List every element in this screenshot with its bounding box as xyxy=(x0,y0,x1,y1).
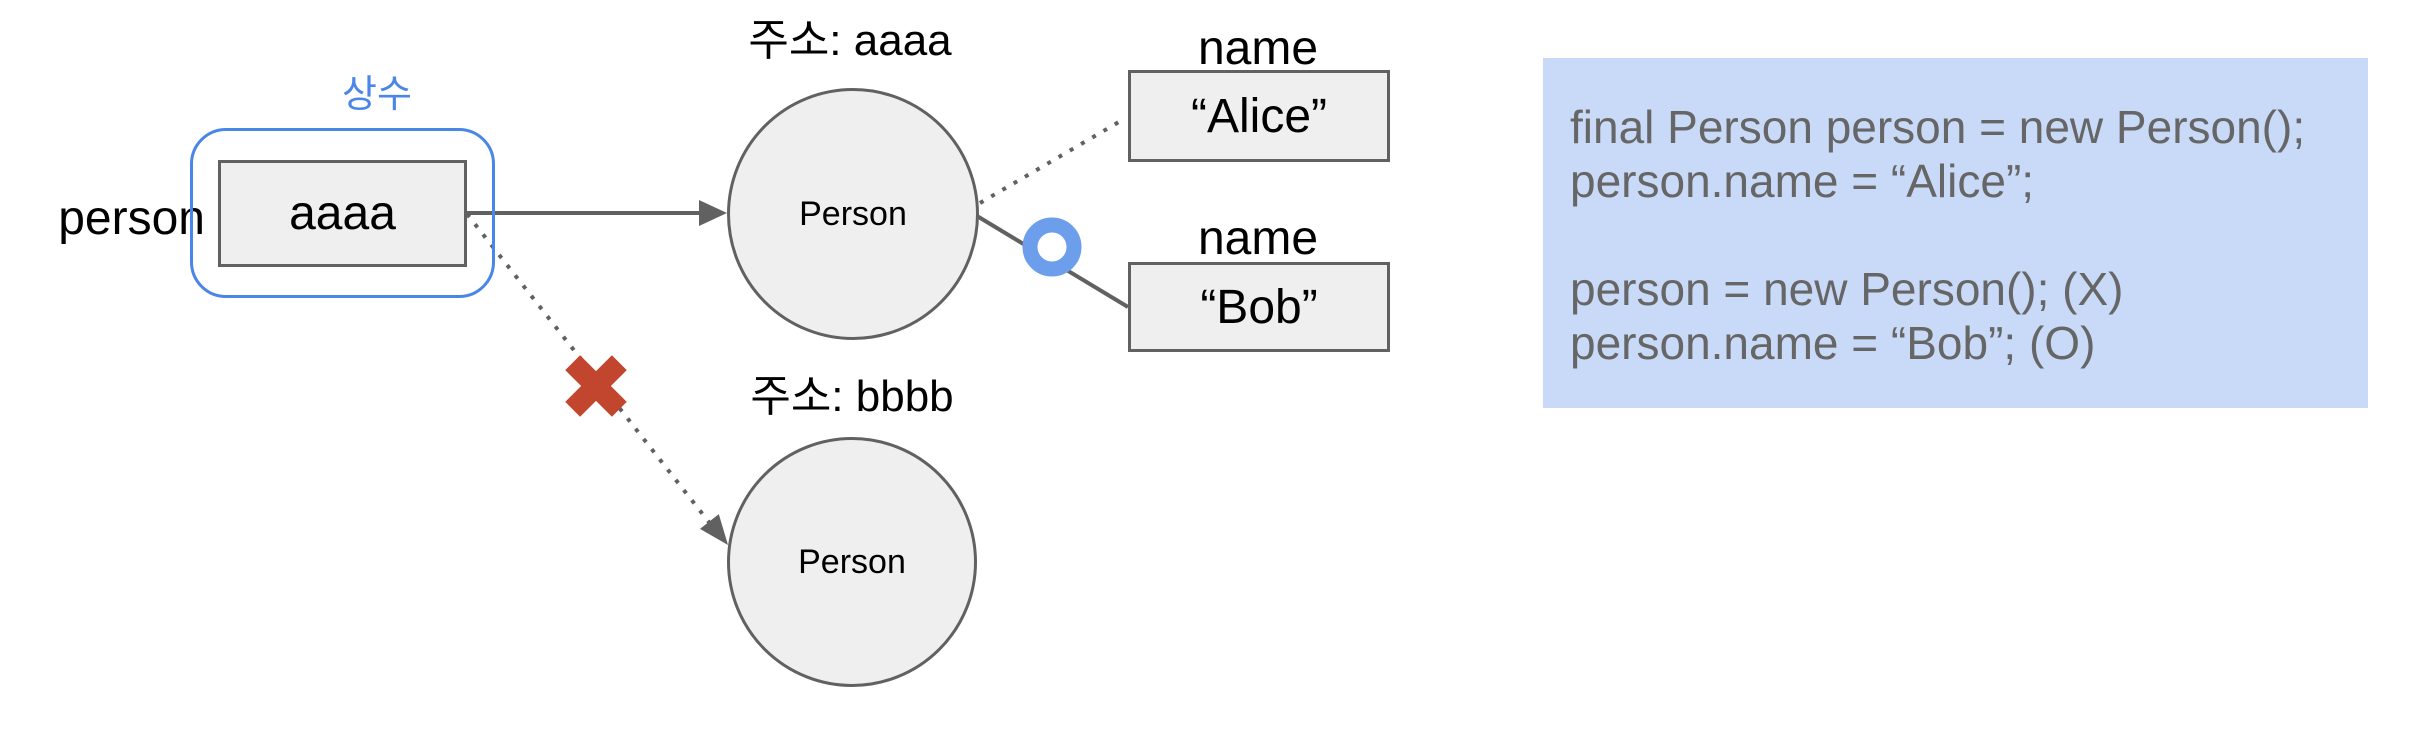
code-line: final Person person = new Person(); xyxy=(1570,101,2306,153)
field-value-box-alice: “Alice” xyxy=(1128,70,1390,162)
code-panel: final Person person = new Person(); pers… xyxy=(1543,58,2368,408)
heap-object-b-circle: Person xyxy=(727,437,977,687)
reference-arrowhead xyxy=(699,200,727,226)
reassign-arrowhead xyxy=(700,514,728,545)
field-value-bob-text: “Bob” xyxy=(1200,280,1318,334)
constant-frame xyxy=(190,128,495,298)
variable-name-label: person xyxy=(58,192,205,245)
pointer-value-text: aaaa xyxy=(289,187,396,240)
field-link-alice-dotted-line xyxy=(978,117,1126,205)
reassign-arrow-dotted-line xyxy=(465,212,714,528)
field-name-label-bob: name xyxy=(1197,212,1319,265)
pointer-value-box: aaaa xyxy=(218,160,467,267)
code-line: person.name = “Bob”; (O) xyxy=(1570,317,2096,369)
object-a-address-label: 주소: aaaa xyxy=(748,16,952,65)
code-line: person = new Person(); (X) xyxy=(1570,263,2124,315)
code-line xyxy=(1570,208,2348,262)
object-b-class-name: Person xyxy=(798,542,906,581)
code-line: person.name = “Alice”; xyxy=(1570,155,2035,207)
cross-bar-1 xyxy=(565,355,627,417)
object-b-address-label: 주소: bbbb xyxy=(750,372,954,421)
field-value-box-bob: “Bob” xyxy=(1128,262,1390,352)
field-name-label-alice: name xyxy=(1197,22,1319,75)
heap-object-a-circle: Person xyxy=(727,88,979,340)
cross-bar-2 xyxy=(565,355,627,417)
field-link-bob-line xyxy=(975,214,1130,309)
field-value-alice-text: “Alice” xyxy=(1190,89,1327,143)
constant-label: 상수 xyxy=(342,74,412,116)
allowed-ring-icon xyxy=(1022,217,1082,277)
object-a-class-name: Person xyxy=(799,194,907,233)
forbidden-cross-icon xyxy=(565,355,627,417)
